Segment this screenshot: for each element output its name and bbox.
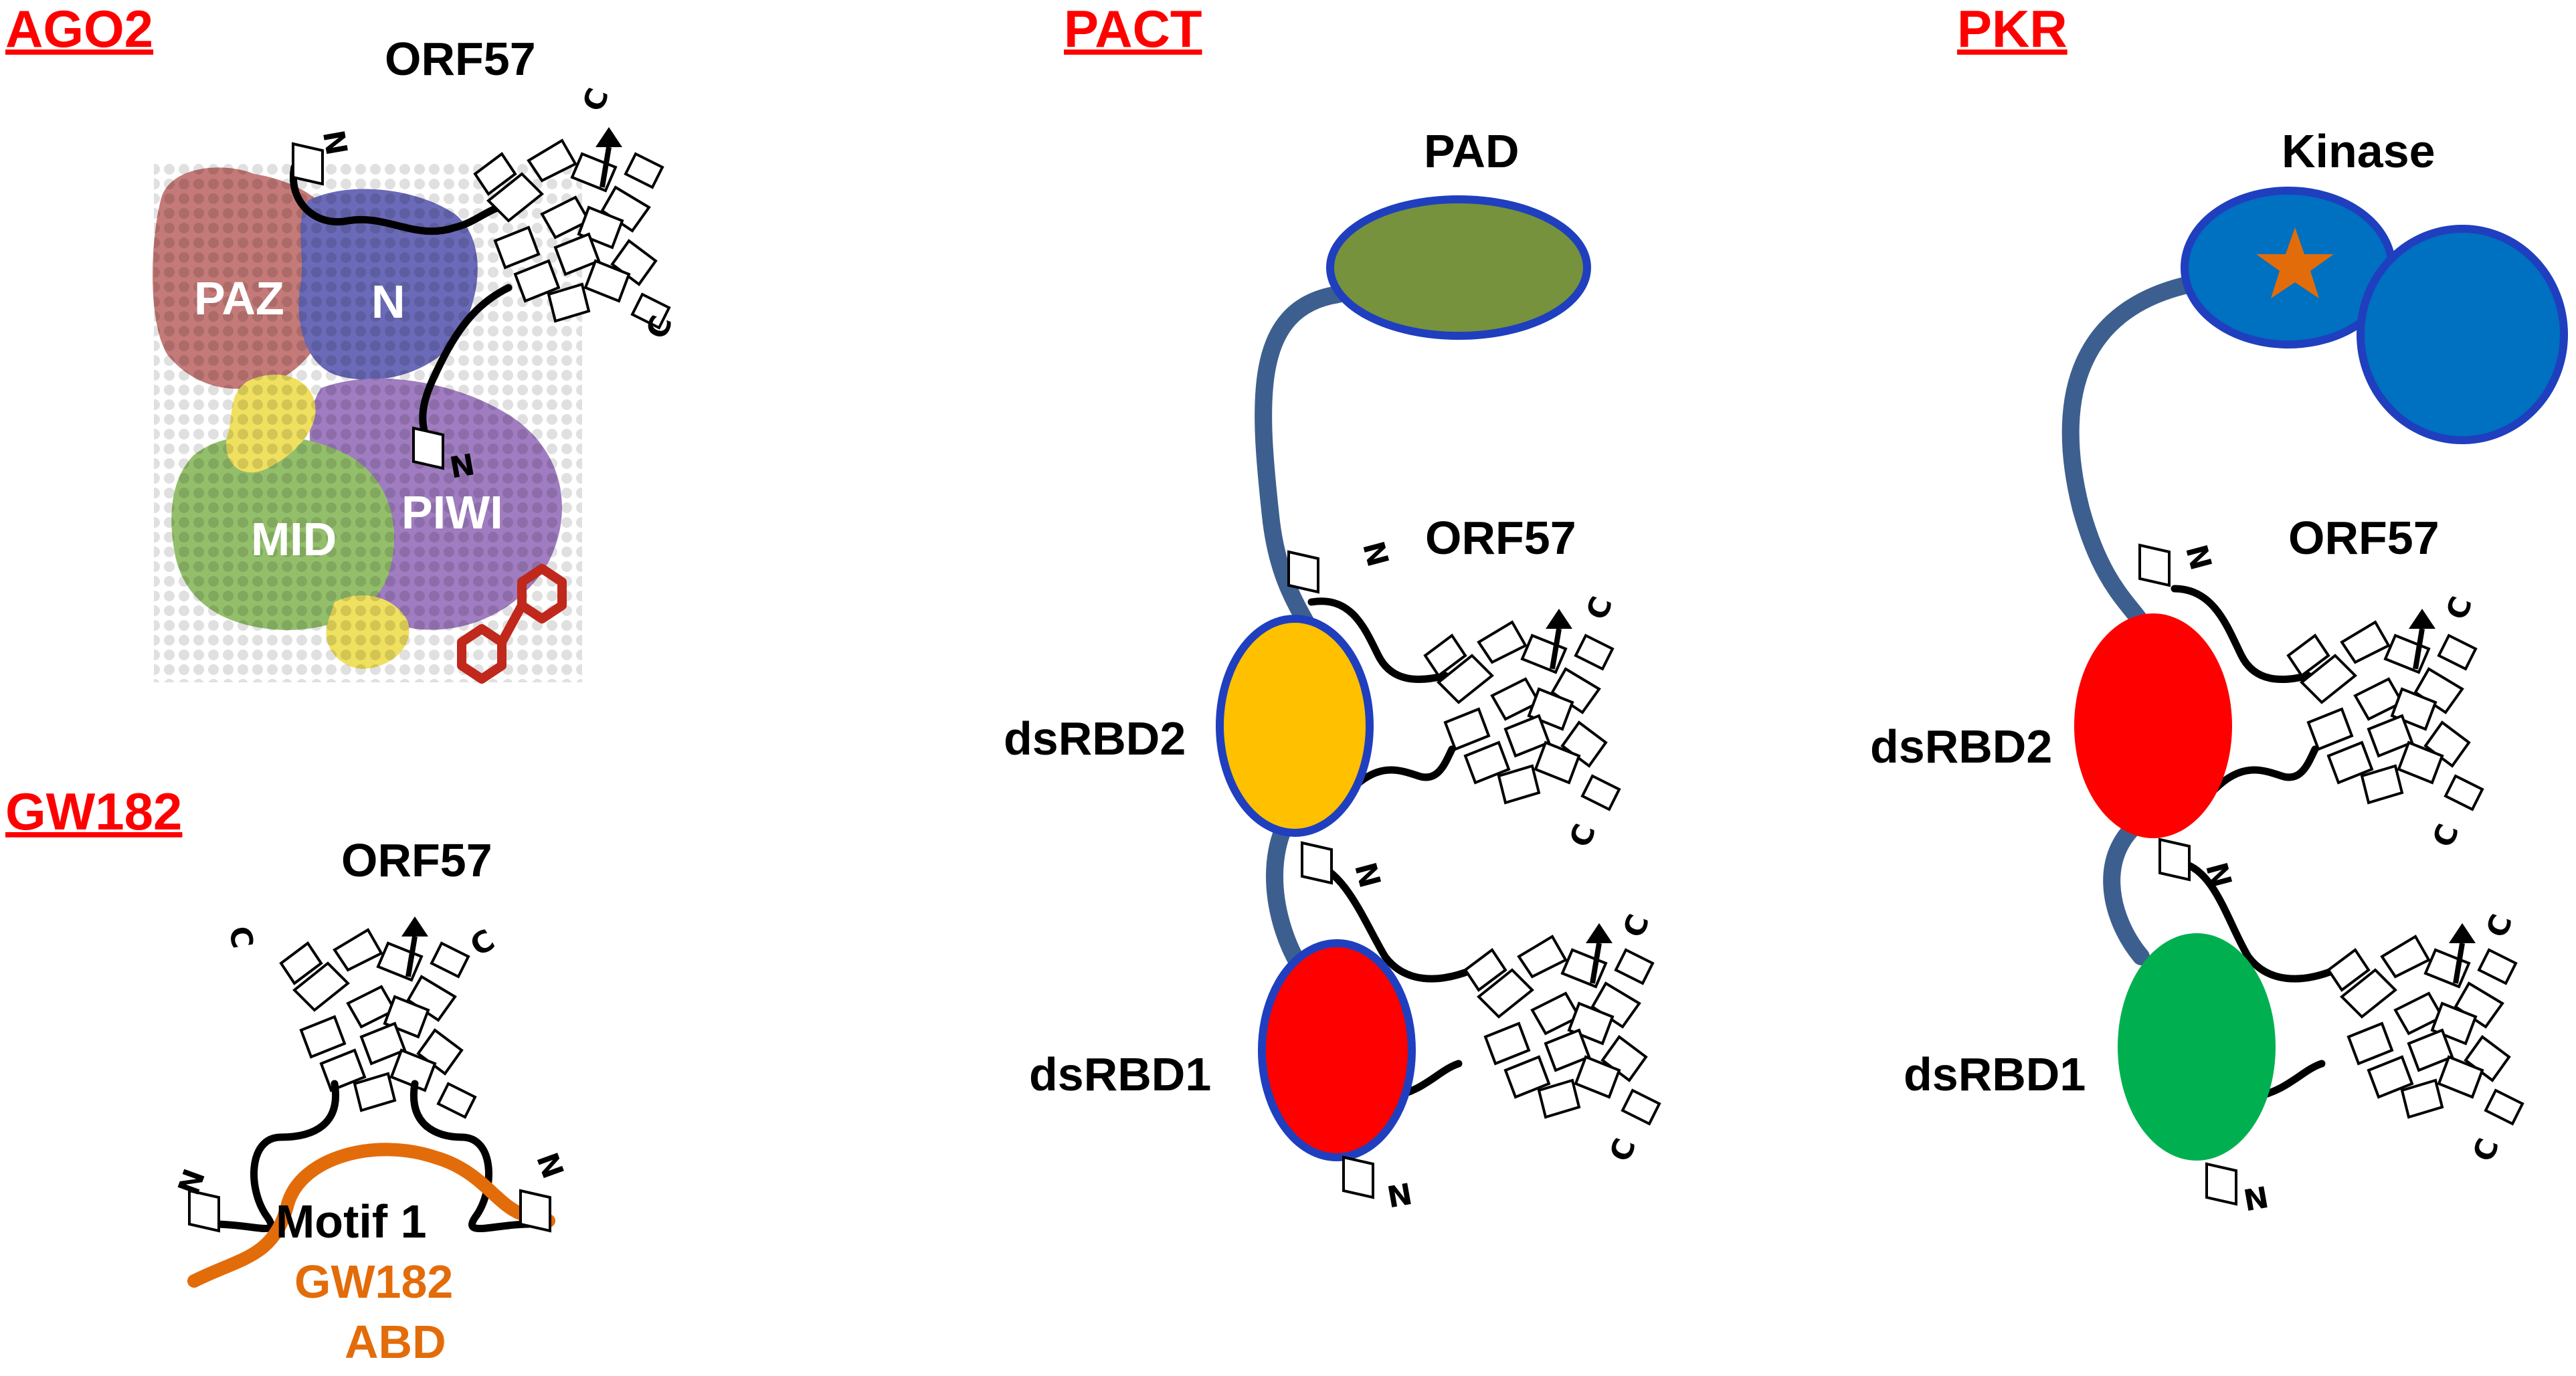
gw182-n-strand-icon-2	[519, 1189, 551, 1232]
pkr-c-terminus-3: C	[2480, 910, 2519, 942]
pkr-n-terminus-1: N	[2179, 541, 2218, 574]
pkr-kinase-label: Kinase	[2282, 125, 2435, 177]
pkr-active-site-star-icon	[2256, 227, 2334, 298]
panel-pact: PACT PAD ORF57 N N N C C C C dsRBD2 dsRB…	[1004, 0, 1659, 1213]
pact-orf57-tail-2a	[1307, 859, 1476, 983]
pact-c-terminus-1: C	[1580, 592, 1619, 624]
pact-dsrbd1-label: dsRBD1	[1029, 1048, 1211, 1100]
pact-orf57-tail-1a	[1307, 597, 1449, 684]
pkr-c-terminus-1: C	[2440, 592, 2479, 624]
pkr-dsrbd2-label: dsRBD2	[1870, 720, 2052, 773]
pkr-n-strand-icon-2	[2158, 838, 2191, 881]
pact-orf57-structure-icon-1	[1425, 609, 1619, 809]
pkr-orf57-tail-1b	[2211, 745, 2319, 793]
gw182-c-terminus-2: C	[465, 923, 500, 963]
ago2-n-strand-icon-1	[292, 142, 324, 185]
pkr-n-strand-icon-3	[2205, 1163, 2237, 1205]
gw182-orf57-tail-left	[210, 1080, 339, 1233]
ago2-paz-label: PAZ	[194, 272, 284, 324]
panel-title-pkr: PKR	[1957, 0, 2067, 58]
panel-title-gw182: GW182	[5, 782, 182, 841]
pact-n-terminus-1: N	[1356, 538, 1395, 571]
ago2-n-strand-icon-2	[412, 427, 444, 470]
panel-title-pact: PACT	[1064, 0, 1202, 58]
panel-title-ago2: AGO2	[5, 0, 153, 58]
ago2-rna-guide-icon	[457, 564, 567, 684]
pact-n-strand-icon-2	[1301, 842, 1333, 884]
pkr-orf57-label: ORF57	[2288, 512, 2440, 564]
pkr-kinase-lobe-2	[2357, 225, 2568, 444]
gw182-n-strand-icon-1	[188, 1189, 220, 1232]
pkr-orf57-tail-1a	[2171, 585, 2312, 684]
ago2-n-label: N	[371, 276, 405, 328]
panel-gw182: GW182 ORF57 N N C C Motif 1 GW182 ABD	[5, 782, 572, 1368]
pkr-orf57-structure-icon-2	[2328, 923, 2522, 1124]
gw182-n-terminus-1: N	[170, 1164, 211, 1199]
pact-dsrbd2-domain	[1216, 615, 1374, 837]
gw182-orf57-structure-icon	[281, 916, 475, 1117]
pkr-n-terminus-2: N	[2199, 859, 2238, 892]
panel-pkr: PKR Kinase ORF57 N N N C C C C dsRBD2 ds…	[1870, 0, 2568, 1217]
ago2-orf57-tail-upper	[290, 163, 519, 235]
pact-c-terminus-2: C	[1563, 819, 1602, 852]
pkr-c-terminus-4: C	[2466, 1134, 2506, 1166]
pact-dsrbd1-domain	[1258, 939, 1416, 1161]
gw182-c-terminus-1: C	[222, 924, 260, 951]
pact-pad-domain	[1326, 195, 1591, 340]
ago2-orf57-label: ORF57	[385, 33, 536, 85]
ago2-orf57-tail-lower	[419, 284, 513, 446]
gw182-orf57-label: ORF57	[341, 834, 492, 886]
pact-n-strand-icon-3	[1342, 1156, 1374, 1199]
ago2-c-terminus-1: C	[576, 84, 616, 116]
ago2-n-terminus-2: N	[447, 446, 477, 484]
gw182-n-terminus-2: N	[531, 1148, 572, 1183]
pact-orf57-tail-1b	[1348, 745, 1456, 793]
gw182-abd-label-line1: GW182	[294, 1256, 453, 1308]
pkr-c-terminus-2: C	[2426, 819, 2466, 852]
ago2-n-terminus-1: N	[316, 128, 354, 158]
panel-ago2: AGO2 ORF57 PAZ N MID PIWI N N	[5, 0, 679, 684]
pact-c-terminus-3: C	[1617, 910, 1656, 942]
gw182-abd-label-line2: ABD	[345, 1316, 446, 1368]
pact-n-terminus-3: N	[1384, 1175, 1414, 1213]
pkr-orf57-structure-icon-1	[2288, 609, 2482, 809]
pact-orf57-structure-icon-2	[1465, 923, 1659, 1124]
pkr-dsrbd1-label: dsRBD1	[1904, 1048, 2086, 1100]
pkr-orf57-tail-2a	[2177, 859, 2339, 983]
pact-pad-label: PAD	[1424, 125, 1520, 177]
pact-dsrbd2-label: dsRBD2	[1004, 712, 1186, 765]
pkr-dsrbd1-domain	[2118, 933, 2276, 1161]
ago2-c-terminus-2: C	[640, 311, 679, 343]
pact-n-terminus-2: N	[1348, 859, 1387, 892]
pkr-dsrbd2-domain	[2074, 613, 2232, 838]
pact-orf57-label: ORF57	[1425, 512, 1576, 564]
gw182-motif-label: Motif 1	[276, 1195, 427, 1248]
gw182-orf57-tail-right	[410, 1080, 533, 1233]
pact-n-strand-icon-1	[1287, 551, 1319, 593]
pact-c-terminus-4: C	[1603, 1134, 1643, 1166]
ago2-piwi-label: PIWI	[401, 486, 503, 538]
ago2-mid-label: MID	[251, 513, 337, 565]
pkr-n-strand-icon-1	[2138, 544, 2171, 587]
pkr-n-terminus-3: N	[2241, 1179, 2271, 1217]
